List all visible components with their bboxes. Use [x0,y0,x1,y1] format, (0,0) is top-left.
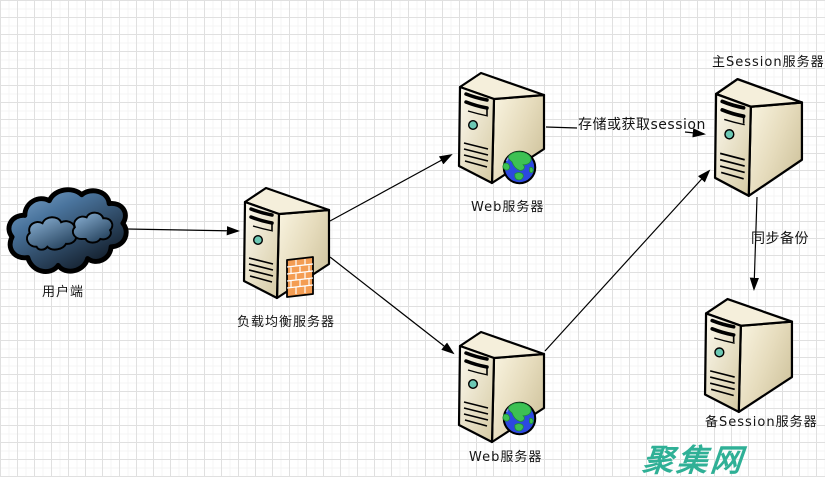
edge-client-to-loadbalancer [126,226,240,236]
firewall-brick-icon [286,256,314,298]
edge-label-store-get-session: 存储或获取session [578,117,706,133]
session-primary-label: 主Session服务器 [712,55,825,70]
edge-label-sync-backup: 同步备份 [751,231,809,247]
web-server-bottom-globe-icon [501,400,538,437]
load-balancer-label: 负载均衡服务器 [237,315,336,330]
edge-web-bottom-to-session-primary [544,169,711,352]
web-server-top-label: Web服务器 [471,200,545,215]
web-server-top-globe-icon [501,149,538,186]
watermark-juji-logo: 聚集网 [640,443,747,479]
session-primary-server-icon [713,77,805,199]
session-backup-label: 备Session服务器 [705,415,818,430]
client-label: 用户端 [42,285,85,300]
client-cloud-icon [4,185,130,285]
session-backup-server-icon [703,297,795,415]
web-server-bottom-label: Web服务器 [469,450,543,465]
edge-loadbalancer-to-web-top [329,154,453,222]
edge-loadbalancer-to-web-bottom [329,256,455,355]
